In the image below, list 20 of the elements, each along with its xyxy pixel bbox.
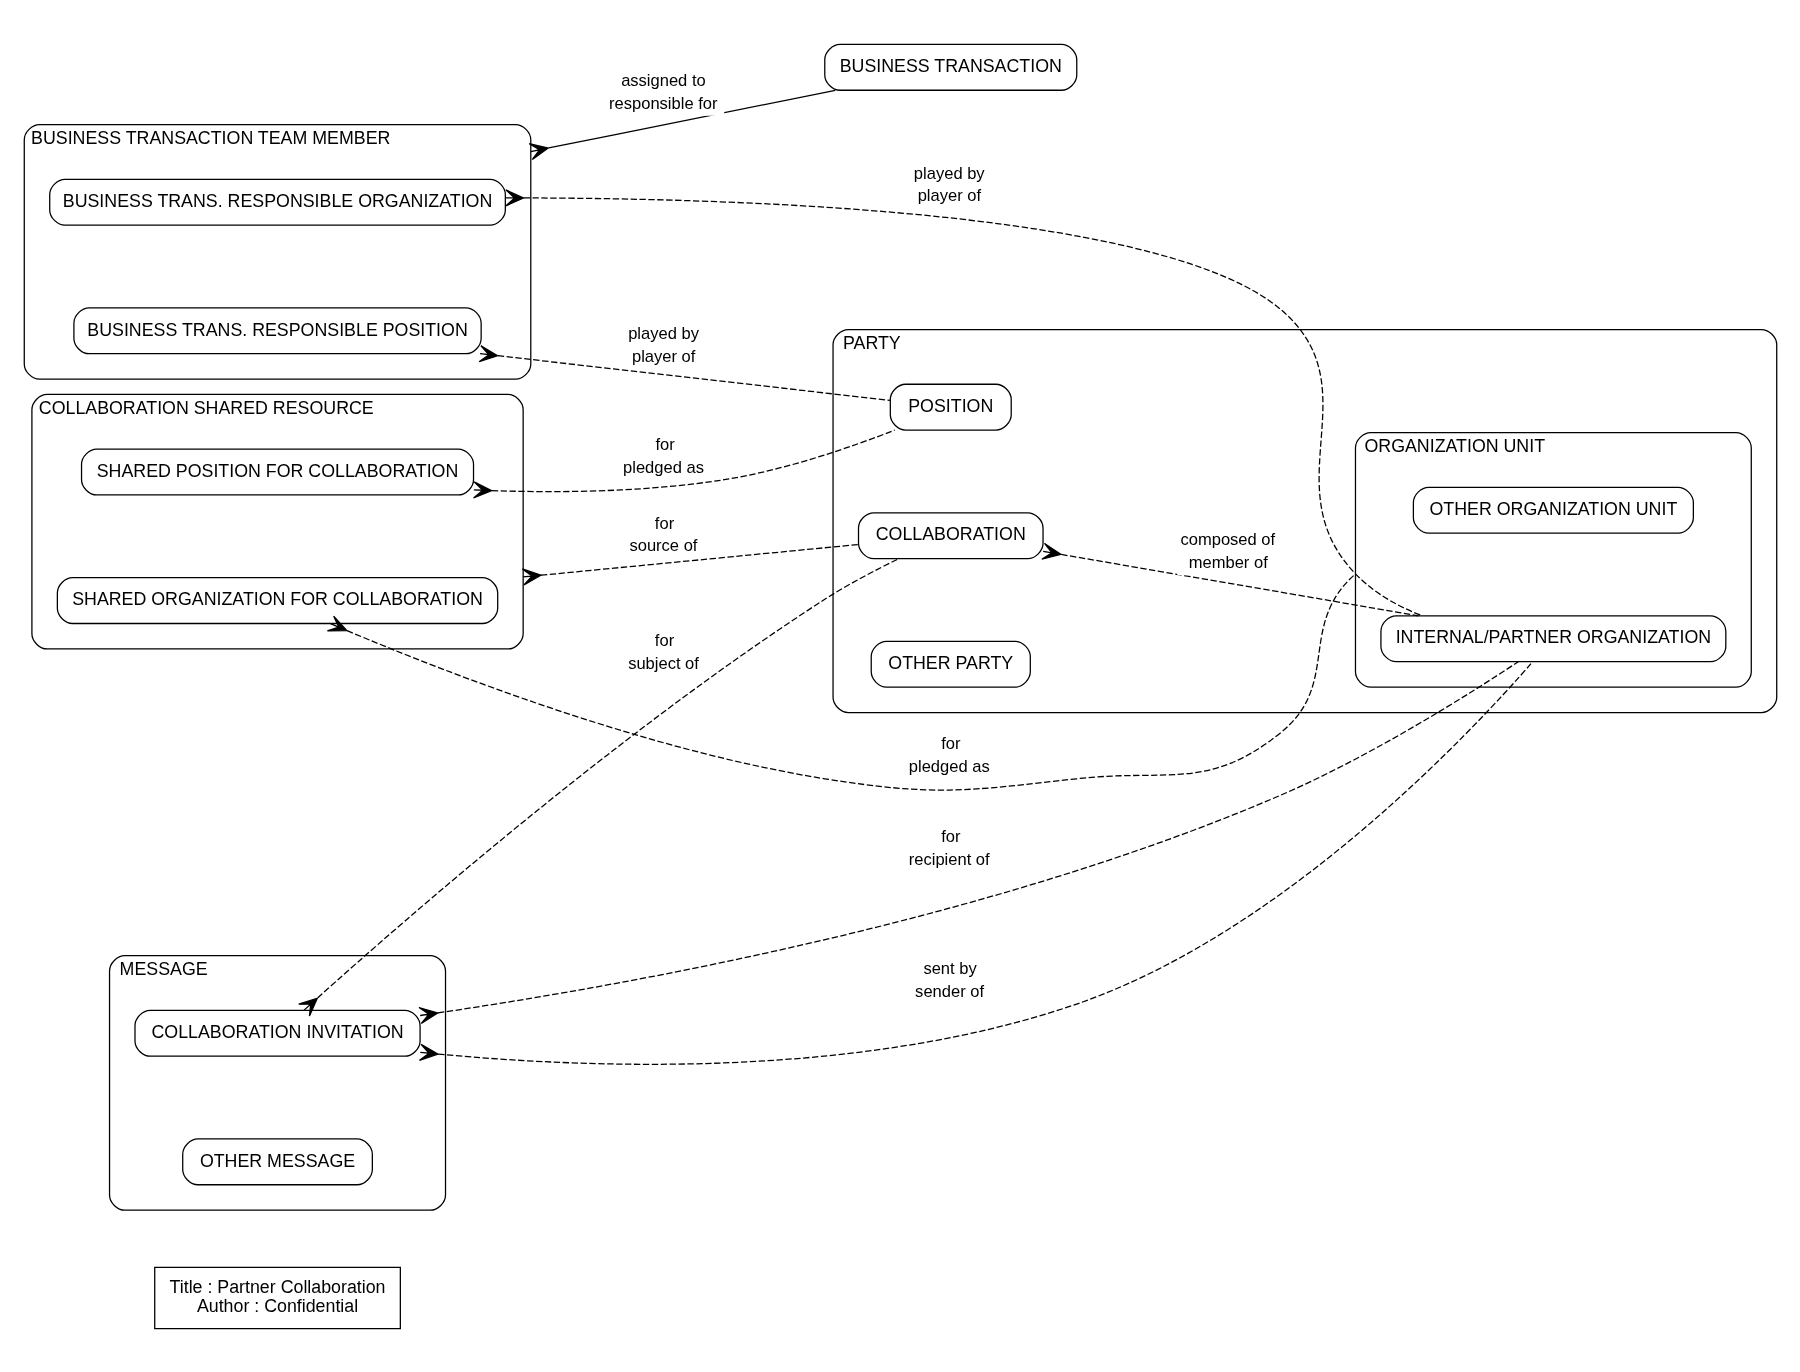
edge-label: sent by [922,958,977,978]
label: pledged as [622,457,704,477]
label: pledged as [908,756,990,776]
edge-label: played by [913,163,985,183]
label: sender of [914,981,984,1001]
edge-label: for [940,733,961,753]
edge-label: assigned to [620,70,706,90]
edge-label: for [940,826,961,846]
edge-label: for [654,513,674,533]
label: subject of [627,653,699,673]
label: member of [1188,552,1268,572]
edge-label: for [654,630,674,650]
label: source of [628,535,697,555]
edge-label: composed of [1179,529,1275,549]
label: player of [917,185,981,205]
label: responsible for [608,93,717,113]
label: player of [631,346,695,366]
edge-label: played by [627,323,699,343]
edge-label: for [655,434,675,454]
label: recipient of [908,849,990,869]
